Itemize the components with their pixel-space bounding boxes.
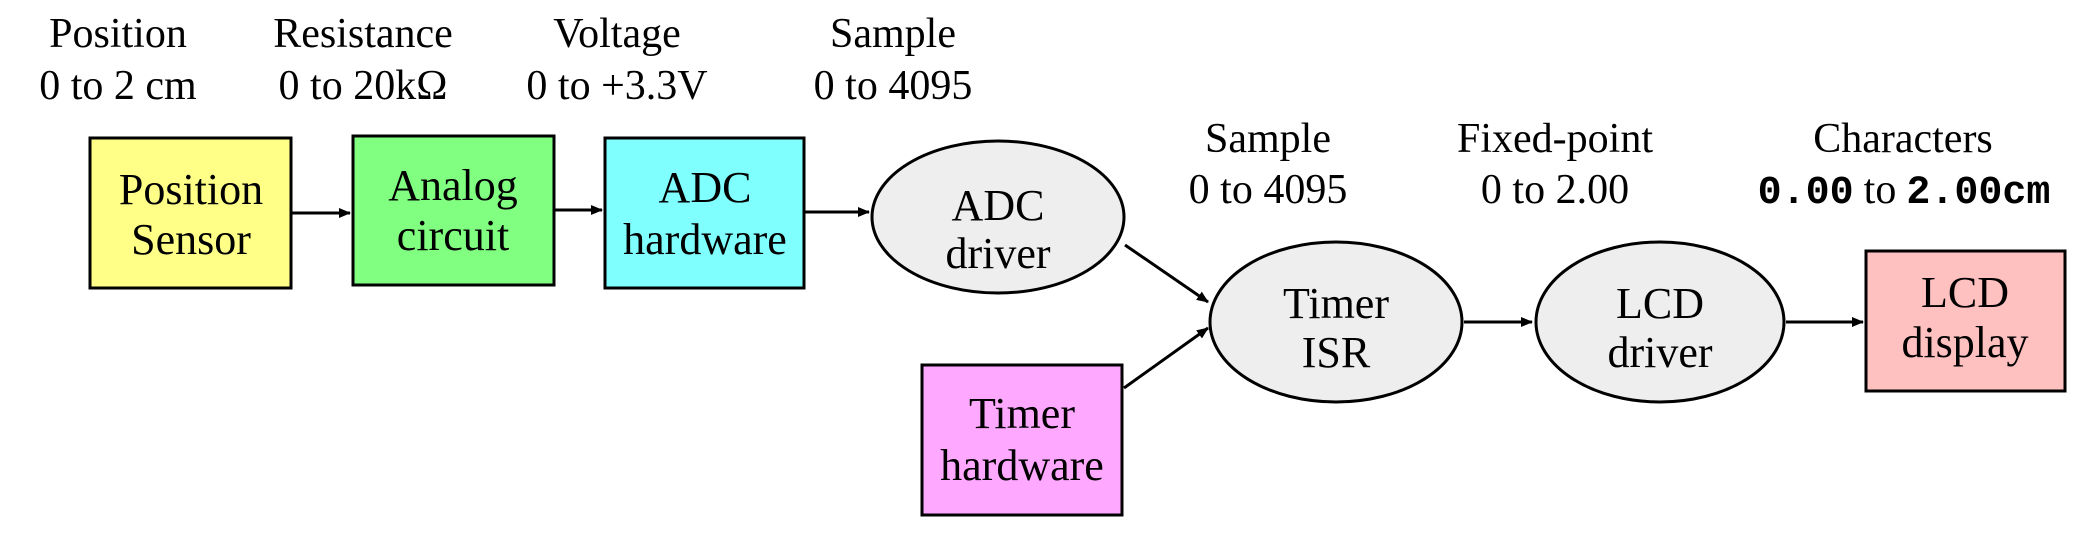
lcd-driver-line1: LCD bbox=[1616, 279, 1704, 328]
analog-circuit-line2: circuit bbox=[397, 211, 509, 260]
adc-hardware-line2: hardware bbox=[623, 215, 787, 264]
analog-circuit-box bbox=[351, 134, 556, 287]
label-voltage-range: 0 to +3.3V bbox=[526, 63, 707, 109]
node-timer-isr: Timer ISR bbox=[1208, 240, 1464, 404]
adc-driver-line2: driver bbox=[945, 229, 1050, 278]
label-position: Position 0 to 2 cm bbox=[39, 11, 197, 109]
label-voltage: Voltage 0 to +3.3V bbox=[526, 11, 707, 109]
label-resistance-range: 0 to 20kΩ bbox=[279, 63, 448, 109]
label-fixed-point: Fixed-point 0 to 2.00 bbox=[1457, 116, 1653, 213]
lcd-display-box bbox=[1864, 249, 2067, 393]
analog-circuit-line1: Analog bbox=[388, 161, 518, 210]
node-timer-hardware: Timer hardware bbox=[920, 363, 1124, 517]
node-adc-driver: ADC driver bbox=[870, 139, 1126, 295]
label-characters-to: 2.00cm bbox=[1906, 171, 2050, 216]
label-position-range: 0 to 2 cm bbox=[39, 63, 197, 109]
timer-hardware-line2: hardware bbox=[940, 441, 1104, 490]
label-sample-mid: Sample 0 to 4095 bbox=[1189, 116, 1348, 213]
node-analog-circuit: Analog circuit bbox=[351, 134, 556, 287]
adc-driver-line1: ADC bbox=[952, 181, 1045, 230]
label-characters-from: 0.00 bbox=[1758, 171, 1854, 216]
label-characters-title: Characters bbox=[1813, 116, 1993, 162]
lcd-display-line1: LCD bbox=[1921, 268, 2009, 317]
timer-isr-line2: ISR bbox=[1302, 328, 1371, 377]
label-resistance-title: Resistance bbox=[273, 11, 453, 57]
label-sample-top-title: Sample bbox=[830, 11, 956, 57]
label-voltage-title: Voltage bbox=[553, 11, 681, 57]
position-sensor-box bbox=[88, 136, 293, 290]
label-fixed-point-range: 0 to 2.00 bbox=[1481, 167, 1629, 213]
adc-hardware-box bbox=[603, 136, 806, 290]
adc-driver-ellipse bbox=[870, 139, 1126, 295]
timer-hardware-box bbox=[920, 363, 1124, 517]
label-position-title: Position bbox=[49, 11, 187, 57]
label-sample-mid-range: 0 to 4095 bbox=[1189, 167, 1348, 213]
timer-isr-ellipse bbox=[1208, 240, 1464, 404]
label-resistance: Resistance 0 to 20kΩ bbox=[273, 11, 453, 109]
node-lcd-display: LCD display bbox=[1864, 249, 2067, 393]
label-sample-top-range: 0 to 4095 bbox=[814, 63, 973, 109]
label-sample-mid-title: Sample bbox=[1205, 116, 1331, 162]
label-characters-to-word: to bbox=[1864, 167, 1897, 213]
adc-hardware-line1: ADC bbox=[659, 163, 752, 212]
arrow-timer-hw-to-timer-isr bbox=[1123, 326, 1209, 390]
position-sensor-line1: Position bbox=[119, 165, 263, 214]
node-lcd-driver: LCD driver bbox=[1534, 240, 1786, 404]
node-position-sensor: Position Sensor bbox=[88, 136, 293, 290]
node-adc-hardware: ADC hardware bbox=[603, 136, 806, 290]
lcd-display-line2: display bbox=[1901, 318, 2028, 367]
timer-isr-line1: Timer bbox=[1283, 279, 1389, 328]
label-fixed-point-title: Fixed-point bbox=[1457, 116, 1653, 162]
position-sensor-line2: Sensor bbox=[131, 215, 251, 264]
timer-hardware-line1: Timer bbox=[969, 389, 1075, 438]
label-sample-top: Sample 0 to 4095 bbox=[814, 11, 973, 109]
lcd-driver-ellipse bbox=[1534, 240, 1786, 404]
lcd-driver-line2: driver bbox=[1607, 328, 1712, 377]
arrow-adc-driver-to-timer-isr bbox=[1124, 243, 1209, 304]
